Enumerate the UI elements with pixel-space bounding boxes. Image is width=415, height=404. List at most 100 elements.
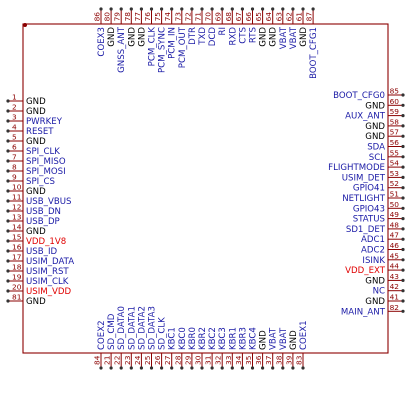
pin-number: 39 (284, 355, 293, 365)
pin-number: 10 (12, 183, 22, 192)
pin-72: DTR 72 (183, 7, 198, 45)
pin-name: DTR (188, 27, 198, 45)
pin-endpoint (200, 7, 204, 11)
pin-endpoint (291, 366, 295, 370)
pin-endpoint (6, 209, 10, 213)
pin-name: STATUS (353, 215, 385, 225)
pin-endpoint (401, 299, 405, 303)
pin-number: 46 (390, 241, 400, 250)
pin-endpoint (99, 7, 103, 11)
pin-endpoint (401, 217, 405, 221)
pin-number: 52 (390, 179, 399, 188)
pin-endpoint (6, 229, 10, 233)
pin-number: 7 (12, 153, 17, 162)
pin-name: GND (365, 132, 385, 142)
pin-endpoint (190, 366, 194, 370)
pin-name: GND (107, 27, 117, 47)
pin1-marker (23, 23, 27, 27)
pin-name: KBC3 (218, 327, 228, 350)
pin-endpoint (6, 159, 10, 163)
pin-name: GPIO43 (353, 204, 385, 214)
pin-name: GND (259, 330, 269, 350)
pin-endpoint (6, 119, 10, 123)
pin-name: GPIO41 (353, 184, 385, 194)
pin-name: SPI_MISO (26, 157, 66, 167)
pin-endpoint (281, 366, 285, 370)
pin-name: AUX_ANT (345, 112, 386, 122)
pin-endpoint (401, 196, 405, 200)
pin-endpoint (6, 219, 10, 223)
pin-name: PCM_SYNC (158, 27, 168, 73)
pin-number: 38 (274, 355, 283, 365)
pin-name: USB_ID (26, 247, 57, 257)
pin-number: 55 (390, 148, 400, 157)
pin-name: USB_DN (26, 207, 61, 217)
pin-name: COEX2 (97, 320, 107, 350)
pin-name: KBC1 (168, 327, 178, 350)
pin-number: 54 (390, 159, 400, 168)
pin-name: VBAT (279, 327, 289, 350)
pin-endpoint (401, 206, 405, 210)
pin-number: 35 (244, 355, 253, 365)
pin-number: 42 (390, 282, 399, 291)
pin-number: 44 (390, 262, 400, 271)
pin-endpoint (6, 299, 10, 303)
pin-name: SD_CLK (158, 317, 168, 350)
pin-name: GND (365, 297, 385, 307)
pin-name: USIM_CLK (26, 277, 69, 287)
pin-name: VBAT (269, 327, 279, 350)
pin-number: 31 (204, 355, 213, 365)
pin-endpoint (401, 103, 405, 107)
pin-57: GND 57 (365, 128, 405, 142)
pin-endpoint (230, 366, 234, 370)
pin-number: 66 (244, 12, 253, 22)
pin-endpoint (240, 366, 244, 370)
pin-name: GND (26, 227, 46, 237)
pin-number: 75 (153, 12, 162, 22)
pin-endpoint (6, 99, 10, 103)
pin-name: COEX3 (97, 27, 107, 57)
pin-endpoint (401, 247, 405, 252)
pin-endpoint (180, 7, 184, 11)
pin-endpoint (261, 366, 265, 370)
pin-endpoint (6, 289, 10, 293)
pin-number: 57 (390, 128, 400, 137)
pin-number: 72 (183, 12, 192, 21)
pin-name: PCM_IN (168, 27, 178, 59)
pin-name: TXD (198, 27, 208, 46)
pin-name: FLIGHTMODE (328, 163, 385, 173)
pin-number: 77 (133, 12, 142, 22)
pin-number: 27 (163, 355, 172, 365)
pin-name: KBC2 (208, 327, 218, 350)
pin-name: PCM_CLK (148, 27, 158, 67)
pin-name: SD_CMD (107, 313, 117, 350)
pin-name: GNSS_ANT (117, 26, 127, 73)
pin-name: VBAT (289, 26, 299, 49)
pin-name: GND (26, 97, 46, 107)
pin-name: GND (26, 107, 46, 117)
pin-number: 63 (274, 12, 283, 22)
pin-name: GND (365, 276, 385, 286)
pin-27: KBC1 27 (163, 327, 178, 370)
pin-number: 84 (93, 355, 102, 365)
pin-endpoint (401, 175, 405, 179)
